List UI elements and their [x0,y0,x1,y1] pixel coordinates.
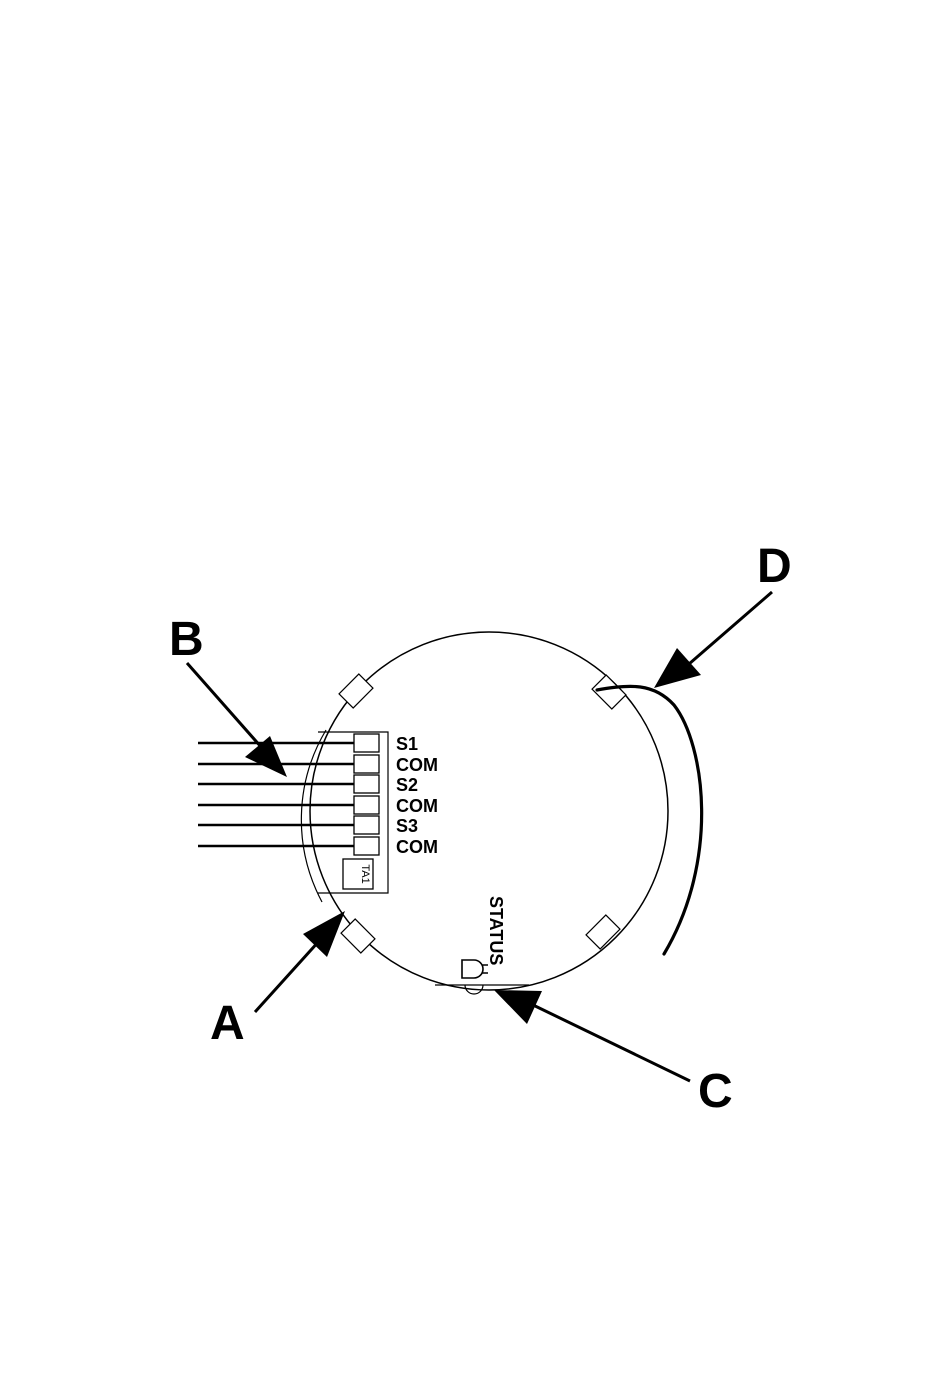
tamper-wire [597,686,702,954]
terminal-block: TA1 [318,732,388,893]
terminal-screw-6 [354,837,379,855]
leader-arrow-d [689,592,772,664]
terminal-screw-2 [354,755,379,773]
leader-arrow-a [255,940,320,1012]
status-led-icon [462,960,488,978]
callout-a: A [210,997,245,1050]
arrowhead-d [654,648,701,688]
callout-d: D [757,540,792,593]
mounting-tab-top-right [592,675,626,709]
leader-arrows [187,592,772,1081]
mounting-tabs [339,674,626,953]
callout-c: C [698,1065,733,1118]
mounting-tab-bottom-left [341,919,375,953]
terminal-screw-3 [354,775,379,793]
mounting-tab-bottom-right [586,915,620,949]
terminal-label-com-1: COM [396,755,438,775]
terminal-label-com-2: COM [396,796,438,816]
status-label: STATUS [486,896,506,965]
terminal-screw-1 [354,734,379,752]
ta1-label: TA1 [359,864,371,883]
terminal-screw-5 [354,816,379,834]
callout-b: B [169,613,204,666]
terminal-label-s2: S2 [396,775,418,795]
leader-arrow-c [531,1004,690,1081]
terminal-label-s3: S3 [396,816,418,836]
terminal-screw-4 [354,796,379,814]
terminal-label-s1: S1 [396,734,418,754]
leader-arrow-b [187,663,262,748]
terminal-label-com-3: COM [396,837,438,857]
terminal-labels: S1 COM S2 COM S3 COM [396,734,438,857]
status-led: STATUS [462,896,506,978]
